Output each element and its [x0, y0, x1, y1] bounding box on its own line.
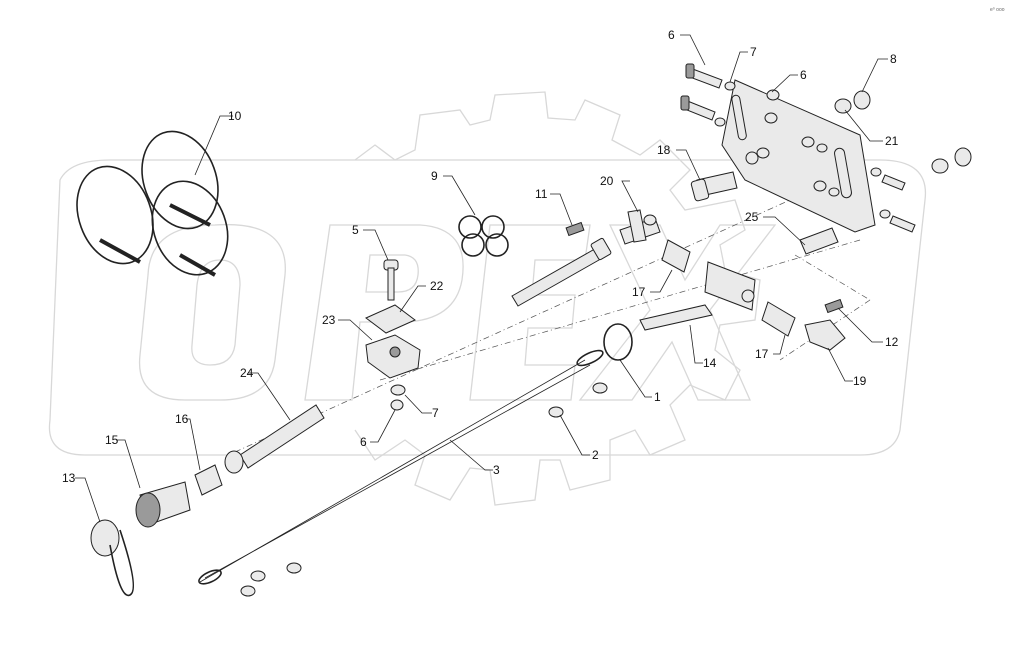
ring-1: [592, 323, 633, 394]
callout-25: 25: [745, 210, 759, 224]
fitting-18: [690, 171, 738, 202]
callout-13: 13: [62, 471, 76, 485]
callout-24: 24: [240, 366, 254, 380]
callout-5: 5: [352, 223, 359, 237]
dust-cap-13: [90, 519, 135, 597]
callout-3: 3: [493, 463, 500, 477]
watermark-letter-x: [578, 224, 777, 401]
callout-8: 8: [890, 52, 897, 66]
callout-1: 1: [654, 390, 661, 404]
callout-9: 9: [431, 169, 438, 183]
callout-16: 16: [175, 412, 189, 426]
callout-19: 19: [853, 374, 867, 388]
callout-6b: 6: [360, 435, 367, 449]
adapter-16: [194, 464, 223, 496]
callout-15: 15: [105, 433, 119, 447]
callout-7b: 7: [432, 406, 439, 420]
bracket-fasteners: [680, 63, 972, 233]
pipe-11: [511, 221, 612, 307]
cable-tie-coils: [76, 130, 229, 277]
callout-10: 10: [228, 109, 242, 123]
callout-2: 2: [592, 448, 599, 462]
callout-21: 21: [885, 134, 899, 148]
hose-24: [224, 404, 325, 474]
callout-6a: 6: [800, 68, 807, 82]
callout-14: 14: [703, 356, 717, 370]
fitting-17a: [661, 239, 691, 273]
watermark-gear: [354, 91, 761, 506]
callout-17a: 17: [632, 285, 646, 299]
fitting-17b: [761, 301, 796, 337]
clip-12: [824, 298, 844, 314]
quick-coupler-15: [135, 481, 191, 528]
valve-block-14: [639, 261, 756, 331]
elbow-fitting-19: [804, 319, 846, 351]
callout-22: 22: [430, 279, 444, 293]
callout-labels: 6 7 6 8 21 18 20 11 9 10 5 22 23 25 17 1…: [62, 28, 899, 485]
cable-3: [198, 349, 604, 597]
leader-lines: [75, 34, 888, 523]
clamp-assembly: [365, 259, 421, 411]
fitting-reducer-right: [799, 227, 839, 255]
callout-4: 6: [668, 28, 675, 42]
callout-17b: 17: [755, 347, 769, 361]
callout-23: 23: [322, 313, 336, 327]
corner-code: e⁰ ooo: [990, 7, 1005, 13]
tee-fitting-20: [619, 209, 661, 245]
callout-12: 12: [885, 335, 899, 349]
callout-18: 18: [657, 143, 671, 157]
circlips: [458, 215, 509, 257]
callout-20: 20: [600, 174, 614, 188]
watermark-outline: [48, 159, 927, 456]
callout-7a: 7: [750, 45, 757, 59]
callout-11: 11: [535, 187, 548, 201]
